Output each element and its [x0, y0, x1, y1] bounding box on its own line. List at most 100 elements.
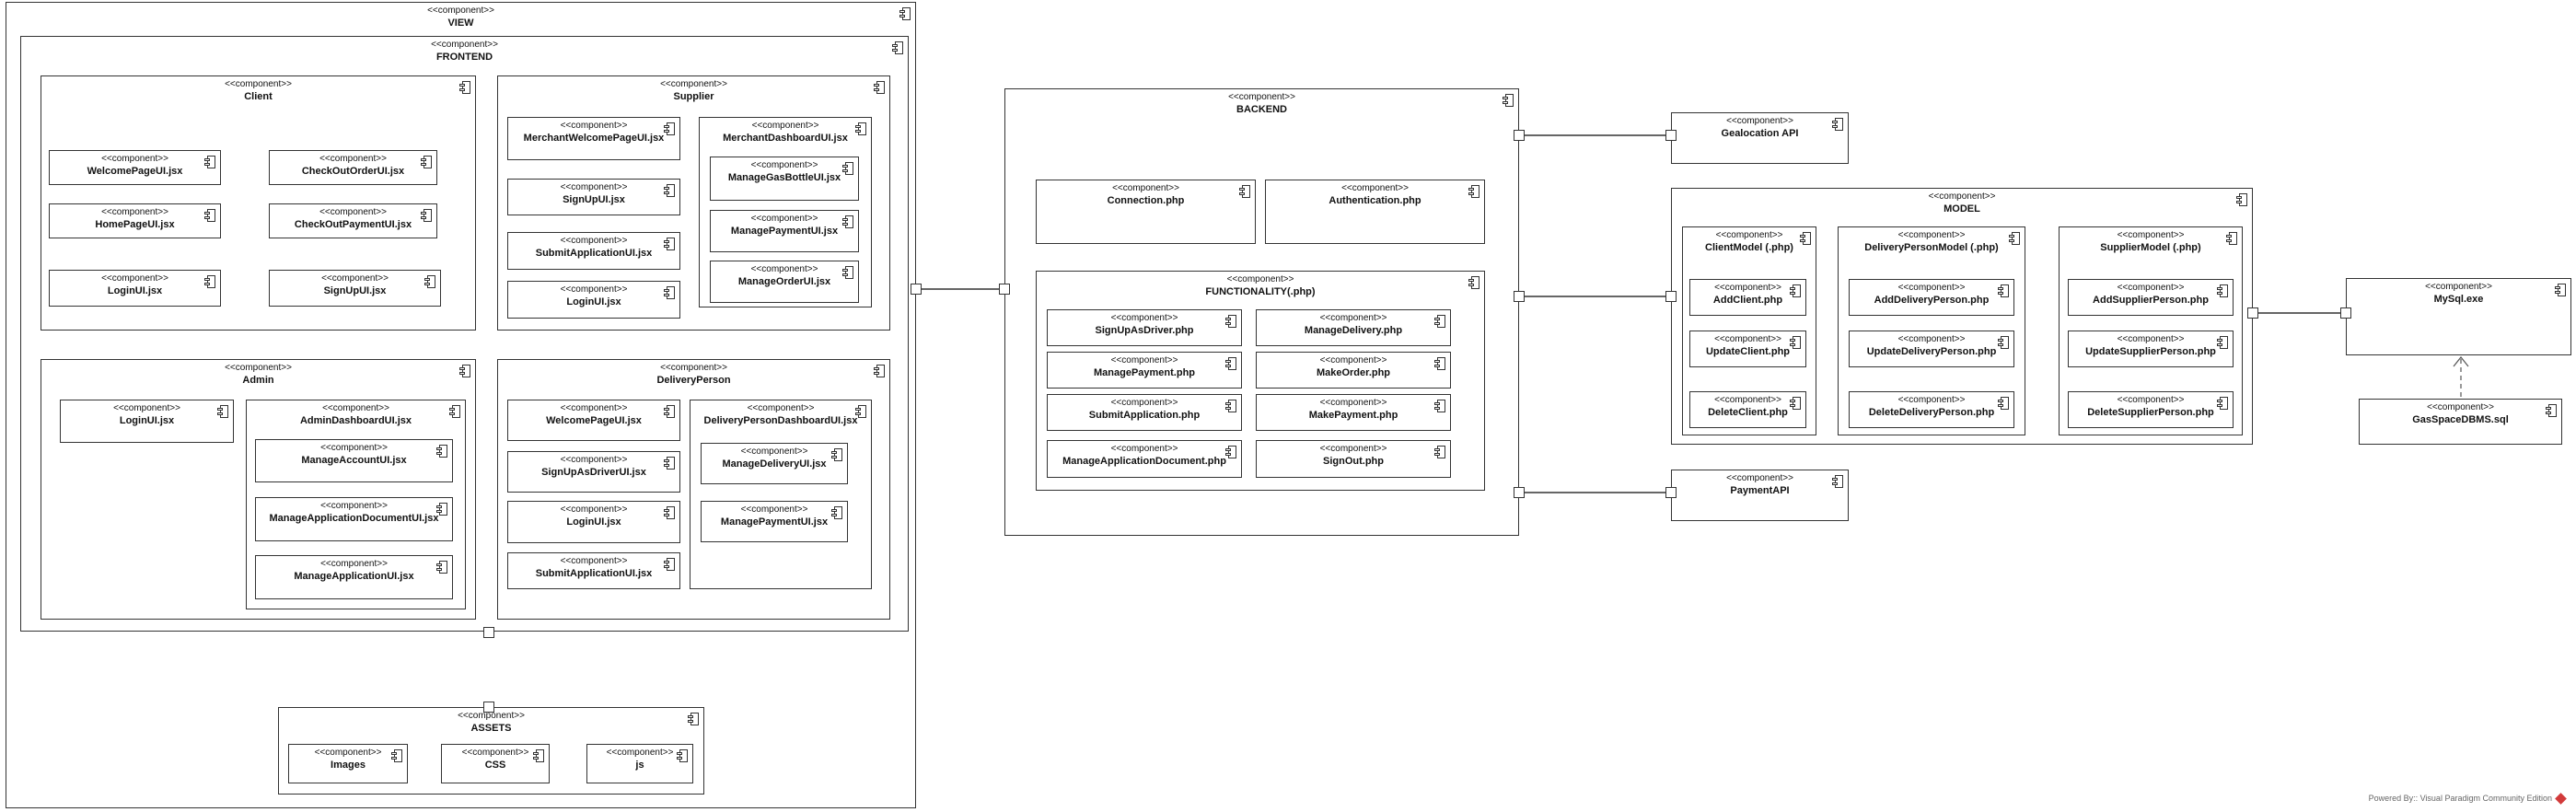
port-backend-right-middle [1514, 291, 1525, 302]
port-view-bottom [483, 627, 494, 638]
dp-manage-payment-ui-component: <<component>> ManagePaymentUI.jsx [701, 501, 848, 542]
stereotype-label: <<component>> [750, 160, 818, 170]
component-name: ManageOrderUI.jsx [737, 276, 831, 287]
port-backend-right-top [1514, 130, 1525, 141]
stereotype-label: <<component>> [1319, 444, 1387, 454]
component-icon [831, 448, 842, 461]
component-icon [204, 156, 215, 168]
component-icon [217, 405, 228, 418]
stereotype-label: <<component>> [560, 455, 628, 465]
port-model-right [2247, 307, 2258, 319]
update-supplier-person-component: <<component>> UpdateSupplierPerson.php [2068, 331, 2234, 367]
connection-component: <<component>> Connection.php [1036, 180, 1256, 244]
stereotype-label: <<component>> [1726, 473, 1793, 483]
component-name: DeliveryPersonDashboardUI.jsx [703, 415, 858, 426]
stereotype-label: <<component>> [314, 748, 382, 758]
stereotype-label: <<component>> [1341, 183, 1409, 193]
stereotype-label: <<component>> [560, 403, 628, 413]
component-name: ManageApplicationUI.jsx [294, 571, 414, 582]
update-client-component: <<component>> UpdateClient.php [1689, 331, 1806, 367]
component-name: Connection.php [1107, 195, 1185, 206]
delete-delivery-person-component: <<component>> DeleteDeliveryPerson.php [1849, 391, 2014, 428]
admin-stereotype: <<component>> [225, 363, 292, 373]
payment-api-component: <<component>> PaymentAPI [1671, 470, 1849, 521]
stereotype-label: <<component>> [2117, 283, 2185, 293]
component-icon [2217, 284, 2228, 297]
component-icon [664, 184, 675, 197]
stereotype-label: <<component>> [1319, 313, 1387, 323]
component-icon [874, 81, 885, 94]
component-name: ManagePaymentUI.jsx [720, 516, 829, 528]
stereotype-label: <<component>> [1110, 355, 1178, 365]
watermark: Powered By:: Visual Paradigm Community E… [2368, 793, 2567, 805]
component-icon [892, 41, 903, 54]
manage-application-document-ui-component: <<component>> ManageApplicationDocumentU… [255, 497, 453, 541]
component-name: AdminDashboardUI.jsx [299, 415, 412, 426]
supplier-signup-ui-component: <<component>> SignUpUI.jsx [507, 179, 680, 215]
component-icon [459, 365, 470, 377]
merchant-welcome-ui-component: <<component>> MerchantWelcomePageUI.jsx [507, 117, 680, 160]
component-icon [664, 457, 675, 470]
stereotype-label: <<component>> [560, 182, 628, 192]
component-icon [855, 405, 866, 418]
component-icon [421, 209, 432, 222]
stereotype-label: <<component>> [2117, 334, 2185, 344]
port-backend-left [999, 284, 1010, 295]
component-name: ManageApplicationDocument.php [1062, 456, 1226, 467]
component-name: LoginUI.jsx [566, 296, 621, 307]
client-stereotype: <<component>> [225, 79, 292, 89]
stereotype-label: <<component>> [1897, 283, 1966, 293]
dp-submit-application-ui-component: <<component>> SubmitApplicationUI.jsx [507, 552, 680, 589]
stereotype-label: <<component>> [606, 748, 674, 758]
authentication-component: <<component>> Authentication.php [1265, 180, 1485, 244]
component-name: DeleteDeliveryPerson.php [1868, 407, 1995, 418]
component-name: ManageGasBottleUI.jsx [727, 172, 841, 183]
component-name: ManagePaymentUI.jsx [730, 226, 839, 237]
component-name: SubmitApplication.php [1088, 410, 1201, 421]
stereotype-label: <<component>> [321, 273, 389, 284]
component-name: CSS [484, 760, 506, 771]
stereotype-label: <<component>> [560, 505, 628, 515]
stereotype-label: <<component>> [2117, 395, 2185, 405]
component-icon [1225, 446, 1236, 458]
submit-application-component: <<component>> SubmitApplication.php [1047, 394, 1242, 431]
css-component: <<component>> CSS [441, 744, 550, 783]
view-stereotype: <<component>> [427, 6, 494, 16]
component-icon [204, 275, 215, 288]
manage-delivery-component: <<component>> ManageDelivery.php [1256, 309, 1451, 346]
watermark-text: Powered By:: Visual Paradigm Community E… [2368, 793, 2552, 803]
component-name: GasSpaceDBMS.sql [2412, 414, 2509, 425]
component-icon [1800, 232, 1811, 245]
component-icon [533, 749, 544, 762]
component-name: MerchantDashboardUI.jsx [723, 133, 848, 144]
component-name: SignUpUI.jsx [323, 285, 387, 296]
js-component: <<component>> js [586, 744, 693, 783]
component-name: ManageDeliveryUI.jsx [722, 458, 827, 470]
frontend-stereotype: <<component>> [431, 40, 498, 50]
stereotype-label: <<component>> [2117, 230, 2185, 240]
supplier-stereotype: <<component>> [660, 79, 727, 89]
component-icon [664, 405, 675, 418]
client-login-ui-component: <<component>> LoginUI.jsx [49, 270, 221, 307]
sign-out-component: <<component>> SignOut.php [1256, 440, 1451, 478]
component-name: AddSupplierPerson.php [2093, 295, 2209, 306]
component-name: CheckOutOrderUI.jsx [301, 166, 405, 177]
component-icon [436, 445, 447, 458]
component-name: ManageAccountUI.jsx [301, 455, 407, 466]
supplier-submit-application-ui-component: <<component>> SubmitApplicationUI.jsx [507, 232, 680, 270]
component-icon [1790, 284, 1801, 297]
component-icon [1225, 357, 1236, 370]
component-name: AddClient.php [1712, 295, 1783, 306]
component-icon [2217, 397, 2228, 410]
component-icon [436, 503, 447, 516]
manage-payment-component: <<component>> ManagePayment.php [1047, 352, 1242, 389]
port-mysql-left [2340, 307, 2351, 319]
component-icon [664, 558, 675, 571]
gasspace-dbms-component: <<component>> GasSpaceDBMS.sql [2359, 399, 2562, 445]
stereotype-label: <<component>> [747, 403, 815, 413]
stereotype-label: <<component>> [101, 154, 168, 164]
supplier-title: Supplier [673, 91, 714, 102]
stereotype-label: <<component>> [560, 556, 628, 566]
admin-login-ui-component: <<component>> LoginUI.jsx [60, 400, 234, 443]
stereotype-label: <<component>> [1112, 183, 1179, 193]
